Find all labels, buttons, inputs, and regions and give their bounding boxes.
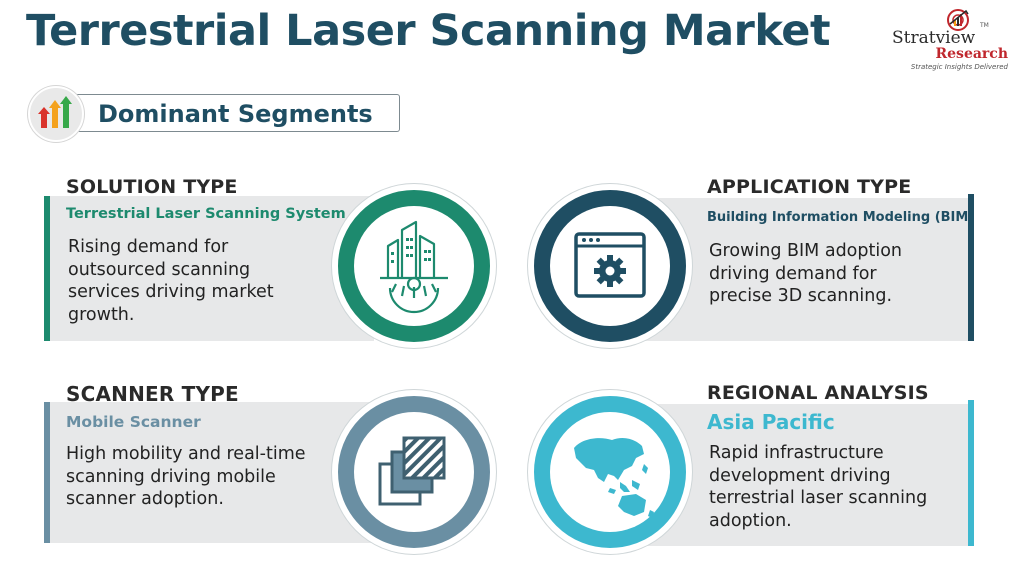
rising-bar-chart-icon: [38, 96, 72, 128]
dominant-segments-badge: Dominant Segments: [28, 86, 400, 142]
layered-windows-icon: [378, 436, 446, 506]
logo-brand-research: Research: [935, 46, 1008, 62]
regional-analysis-dominant: Asia Pacific: [707, 410, 835, 434]
regional-analysis-icon-ring: [528, 390, 692, 554]
application-type-heading: APPLICATION TYPE: [707, 176, 912, 198]
application-type-description: Growing BIM adoption driving demand for …: [709, 241, 903, 306]
trademark-mark: TM: [980, 22, 989, 29]
regional-analysis-accent-bar: [968, 400, 974, 546]
badge-icon-circle: [28, 86, 84, 142]
scanner-type-icon-ring: [332, 390, 496, 554]
solution-type-dominant: Terrestrial Laser Scanning System: [66, 206, 346, 222]
logo-tagline: Strategic Insights Delivered: [910, 63, 1008, 71]
scanner-type-panel: [44, 402, 374, 543]
asia-pacific-map-icon: [574, 438, 654, 518]
logo-brand-name: Stratview: [892, 28, 976, 48]
regional-analysis-description: Rapid infrastructure development driving…: [709, 443, 928, 531]
scanner-type-accent-bar: [44, 402, 50, 543]
scanner-type-description: High mobility and real-time scanning dri…: [66, 444, 306, 509]
solution-type-description: Rising demand for outsourced scanning se…: [68, 237, 274, 325]
badge-frame: [58, 94, 400, 132]
application-type-icon-ring: [528, 184, 692, 348]
solution-type-heading: SOLUTION TYPE: [66, 176, 238, 198]
stratview-logo: TM Stratview Research Strategic Insights…: [886, 8, 1014, 74]
solution-type-icon-disc: [354, 206, 474, 326]
dominant-segments-label: Dominant Segments: [98, 100, 373, 128]
solution-type-accent-bar: [44, 196, 50, 341]
scanner-type-heading: SCANNER TYPE: [66, 382, 239, 406]
logo-emblem-icon: [947, 9, 969, 31]
application-type-accent-bar: [968, 194, 974, 341]
solution-type-icon-ring: [332, 184, 496, 348]
application-type-panel: [642, 198, 974, 341]
regional-analysis-panel: [642, 404, 974, 546]
scanner-type-dominant: Mobile Scanner: [66, 413, 201, 431]
application-type-dominant: Building Information Modeling (BIM): [707, 210, 975, 225]
regional-analysis-heading: REGIONAL ANALYSIS: [707, 382, 929, 404]
buildings-gear-icon: [380, 220, 448, 314]
solution-type-panel: [44, 196, 374, 341]
browser-settings-icon: [574, 232, 646, 298]
page-title: Terrestrial Laser Scanning Market: [26, 6, 831, 56]
